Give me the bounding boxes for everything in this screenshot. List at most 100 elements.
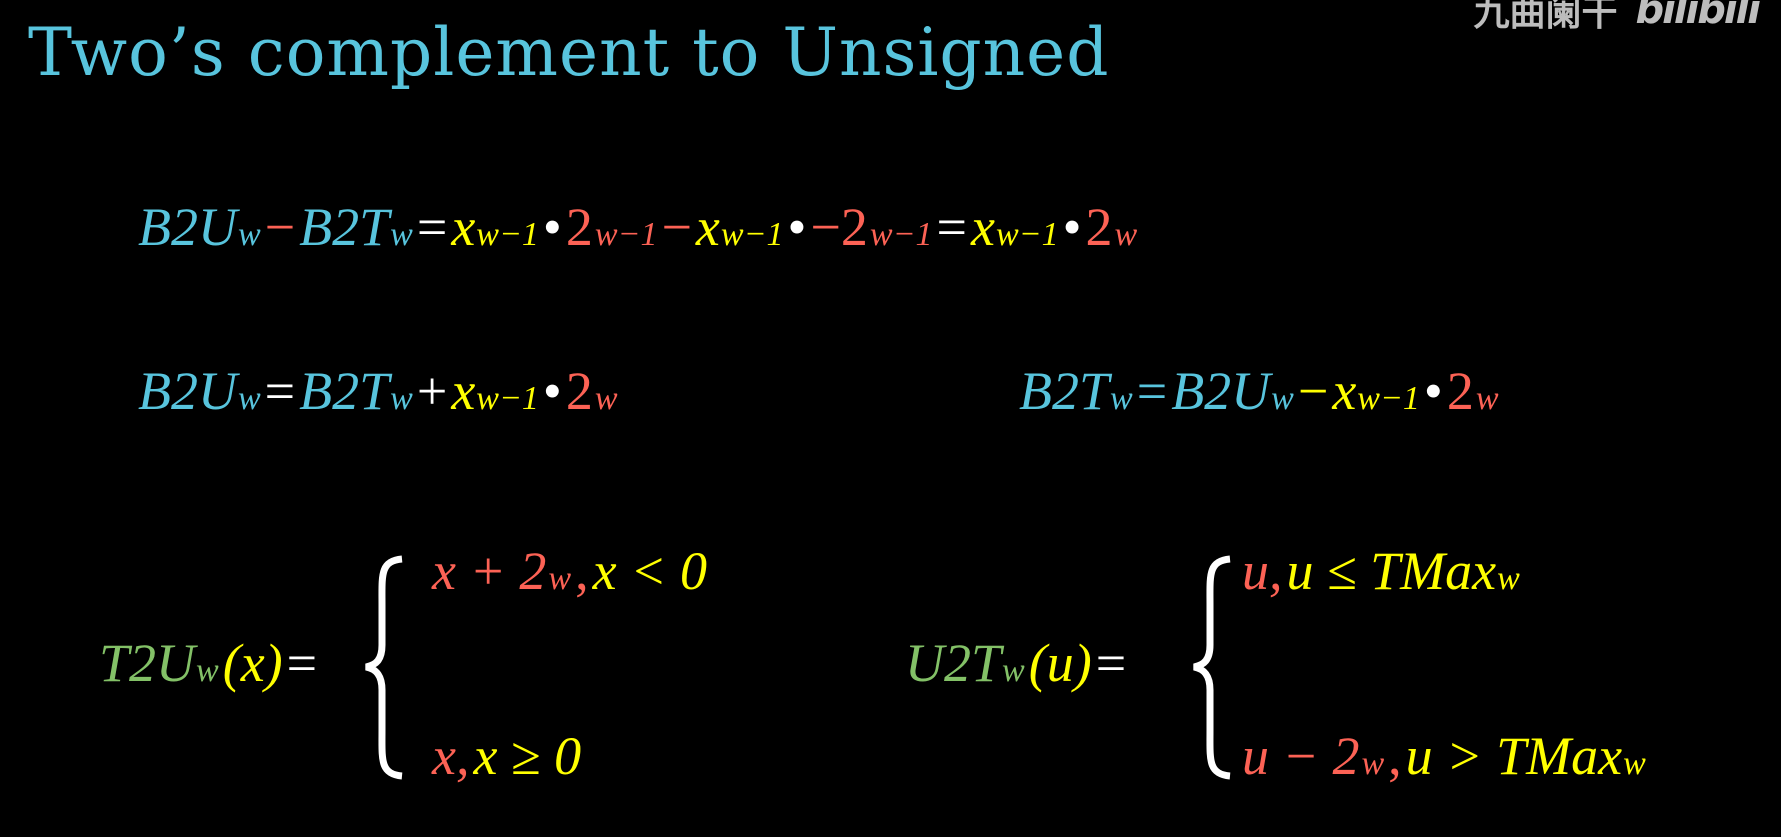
math-text: 2 — [565, 361, 593, 421]
math-text: = — [1095, 633, 1127, 693]
math-token: = — [1137, 360, 1167, 422]
math-text: B2U — [1171, 361, 1271, 421]
math-text: u − 2 — [1242, 726, 1360, 786]
math-text: • — [1423, 361, 1443, 421]
math-text: u, — [1242, 541, 1283, 601]
t2u-case-nonnegative: x,x ≥ 0 — [430, 725, 583, 787]
math-token: (u) — [1029, 632, 1092, 694]
math-token: = — [287, 632, 317, 694]
math-token: • — [543, 196, 562, 258]
math-text: x — [451, 197, 476, 257]
math-text: x — [695, 197, 720, 257]
math-text: = — [936, 197, 967, 257]
math-text: − — [661, 197, 692, 257]
math-token: x < 0 — [593, 540, 707, 602]
math-text: x + 2 — [432, 541, 547, 601]
math-text: x, — [432, 726, 470, 786]
math-text: − — [264, 197, 296, 257]
math-token: • — [1063, 196, 1082, 258]
math-text: B2U — [138, 361, 237, 421]
math-text: U2T — [905, 633, 1002, 693]
math-text: B2T — [299, 197, 390, 257]
math-text: u > TMax — [1405, 726, 1623, 786]
math-text: • — [542, 361, 562, 421]
math-text: (x) — [222, 633, 283, 693]
math-text: • — [542, 197, 562, 257]
math-text: x < 0 — [592, 541, 708, 601]
math-text: x — [1332, 361, 1357, 421]
math-token: , — [1388, 725, 1402, 787]
math-token: • — [543, 360, 562, 422]
math-token: + — [417, 360, 447, 422]
watermark: 九曲阑干 bilibili — [1473, 0, 1761, 36]
watermark-author: 九曲阑干 — [1473, 0, 1618, 34]
math-text: (u) — [1028, 633, 1092, 693]
math-token: = — [265, 360, 295, 422]
math-token: = — [1096, 632, 1126, 694]
math-text: B2T — [1019, 361, 1110, 421]
left-brace-icon — [365, 555, 403, 780]
math-token: − — [265, 196, 295, 258]
slide-title: Two’s complement to Unsigned — [28, 14, 1110, 91]
math-token: • — [788, 196, 807, 258]
math-token: • — [1424, 360, 1443, 422]
math-token: = — [937, 196, 967, 258]
math-text: 2 — [1446, 361, 1474, 421]
math-text: = — [264, 361, 296, 421]
right-brace-icon — [1193, 555, 1231, 780]
math-text: • — [1062, 197, 1082, 257]
math-text: B2T — [299, 361, 390, 421]
math-text: , — [1388, 726, 1402, 786]
math-token: u, — [1242, 540, 1283, 602]
math-text: u ≤ TMax — [1286, 541, 1497, 601]
math-token: x, — [432, 725, 469, 787]
math-text: 2 — [565, 197, 593, 257]
math-text: • — [787, 197, 807, 257]
math-token: − — [661, 196, 691, 258]
bilibili-logo: bilibili — [1635, 0, 1761, 33]
math-text: 2 — [1085, 197, 1113, 257]
math-text: T2U — [99, 633, 196, 693]
math-text: B2U — [138, 197, 237, 257]
math-text: = — [286, 633, 318, 693]
math-token: = — [417, 196, 447, 258]
math-text: x ≥ 0 — [473, 726, 582, 786]
math-token: x ≥ 0 — [473, 725, 581, 787]
math-text: x — [451, 361, 476, 421]
math-text: x — [970, 197, 995, 257]
math-text: + — [416, 361, 448, 421]
math-token: , — [575, 540, 589, 602]
math-text: , — [575, 541, 589, 601]
math-text: − — [1297, 361, 1329, 421]
math-token: (x) — [223, 632, 283, 694]
math-text: = — [1136, 361, 1168, 421]
